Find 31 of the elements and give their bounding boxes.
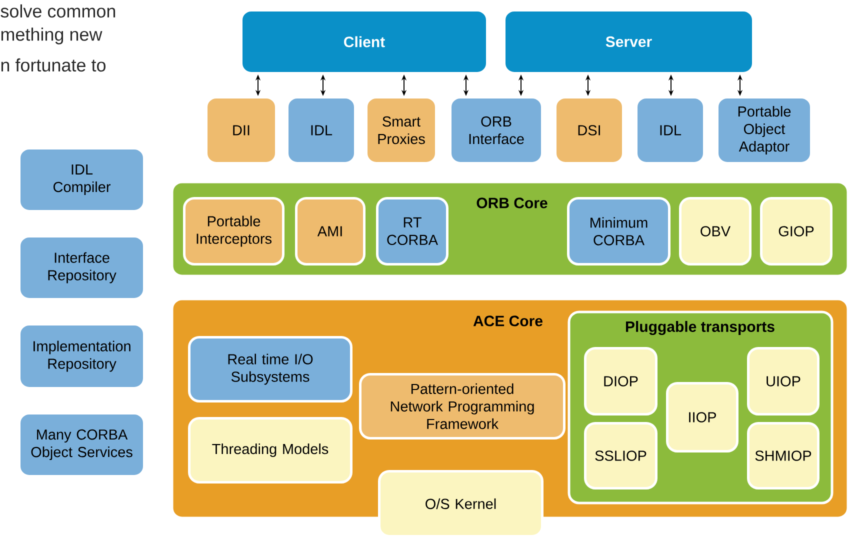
component-box: IDL (635, 96, 706, 164)
component-bar: Server (503, 9, 754, 74)
component-box: SHMIOP (747, 422, 820, 490)
component-box: GIOP (760, 197, 832, 266)
component-box: Many CORBA Object Services (18, 412, 146, 478)
component-box: Portable Interceptors (183, 197, 284, 266)
component-box: IDL (286, 96, 356, 164)
component-box: DIOP (584, 347, 658, 416)
component-box: Implementation Repository (18, 323, 146, 390)
component-box: ORB Interface (449, 96, 544, 164)
component-box: SSLIOP (584, 422, 658, 490)
component-box: IDL Compiler (18, 147, 146, 212)
component-box: O/S Kernel (378, 470, 544, 537)
component-box: Portable Object Adaptor (716, 96, 812, 164)
component-box: AMI (295, 197, 366, 266)
component-box: OBV (679, 197, 752, 266)
component-box: Smart Proxies (365, 96, 438, 164)
component-box: IIOP (666, 382, 738, 452)
body-text: mething new (1, 28, 102, 44)
component-box: Interface Repository (18, 235, 146, 300)
component-box: RT CORBA (376, 197, 448, 266)
body-text: n fortunate to (1, 58, 106, 72)
component-box: DSI (554, 96, 624, 164)
body-text: solve common (0, 4, 116, 18)
component-box: Pattern-oriented Network Programming Framework (359, 373, 566, 440)
component-box: DII (205, 96, 278, 164)
component-box: Minimum CORBA (567, 197, 670, 266)
component-box: Real time I/O Subsystems (188, 336, 352, 402)
component-box: Threading Models (188, 417, 352, 484)
component-bar: Client (240, 9, 488, 74)
component-box: UIOP (747, 347, 820, 416)
